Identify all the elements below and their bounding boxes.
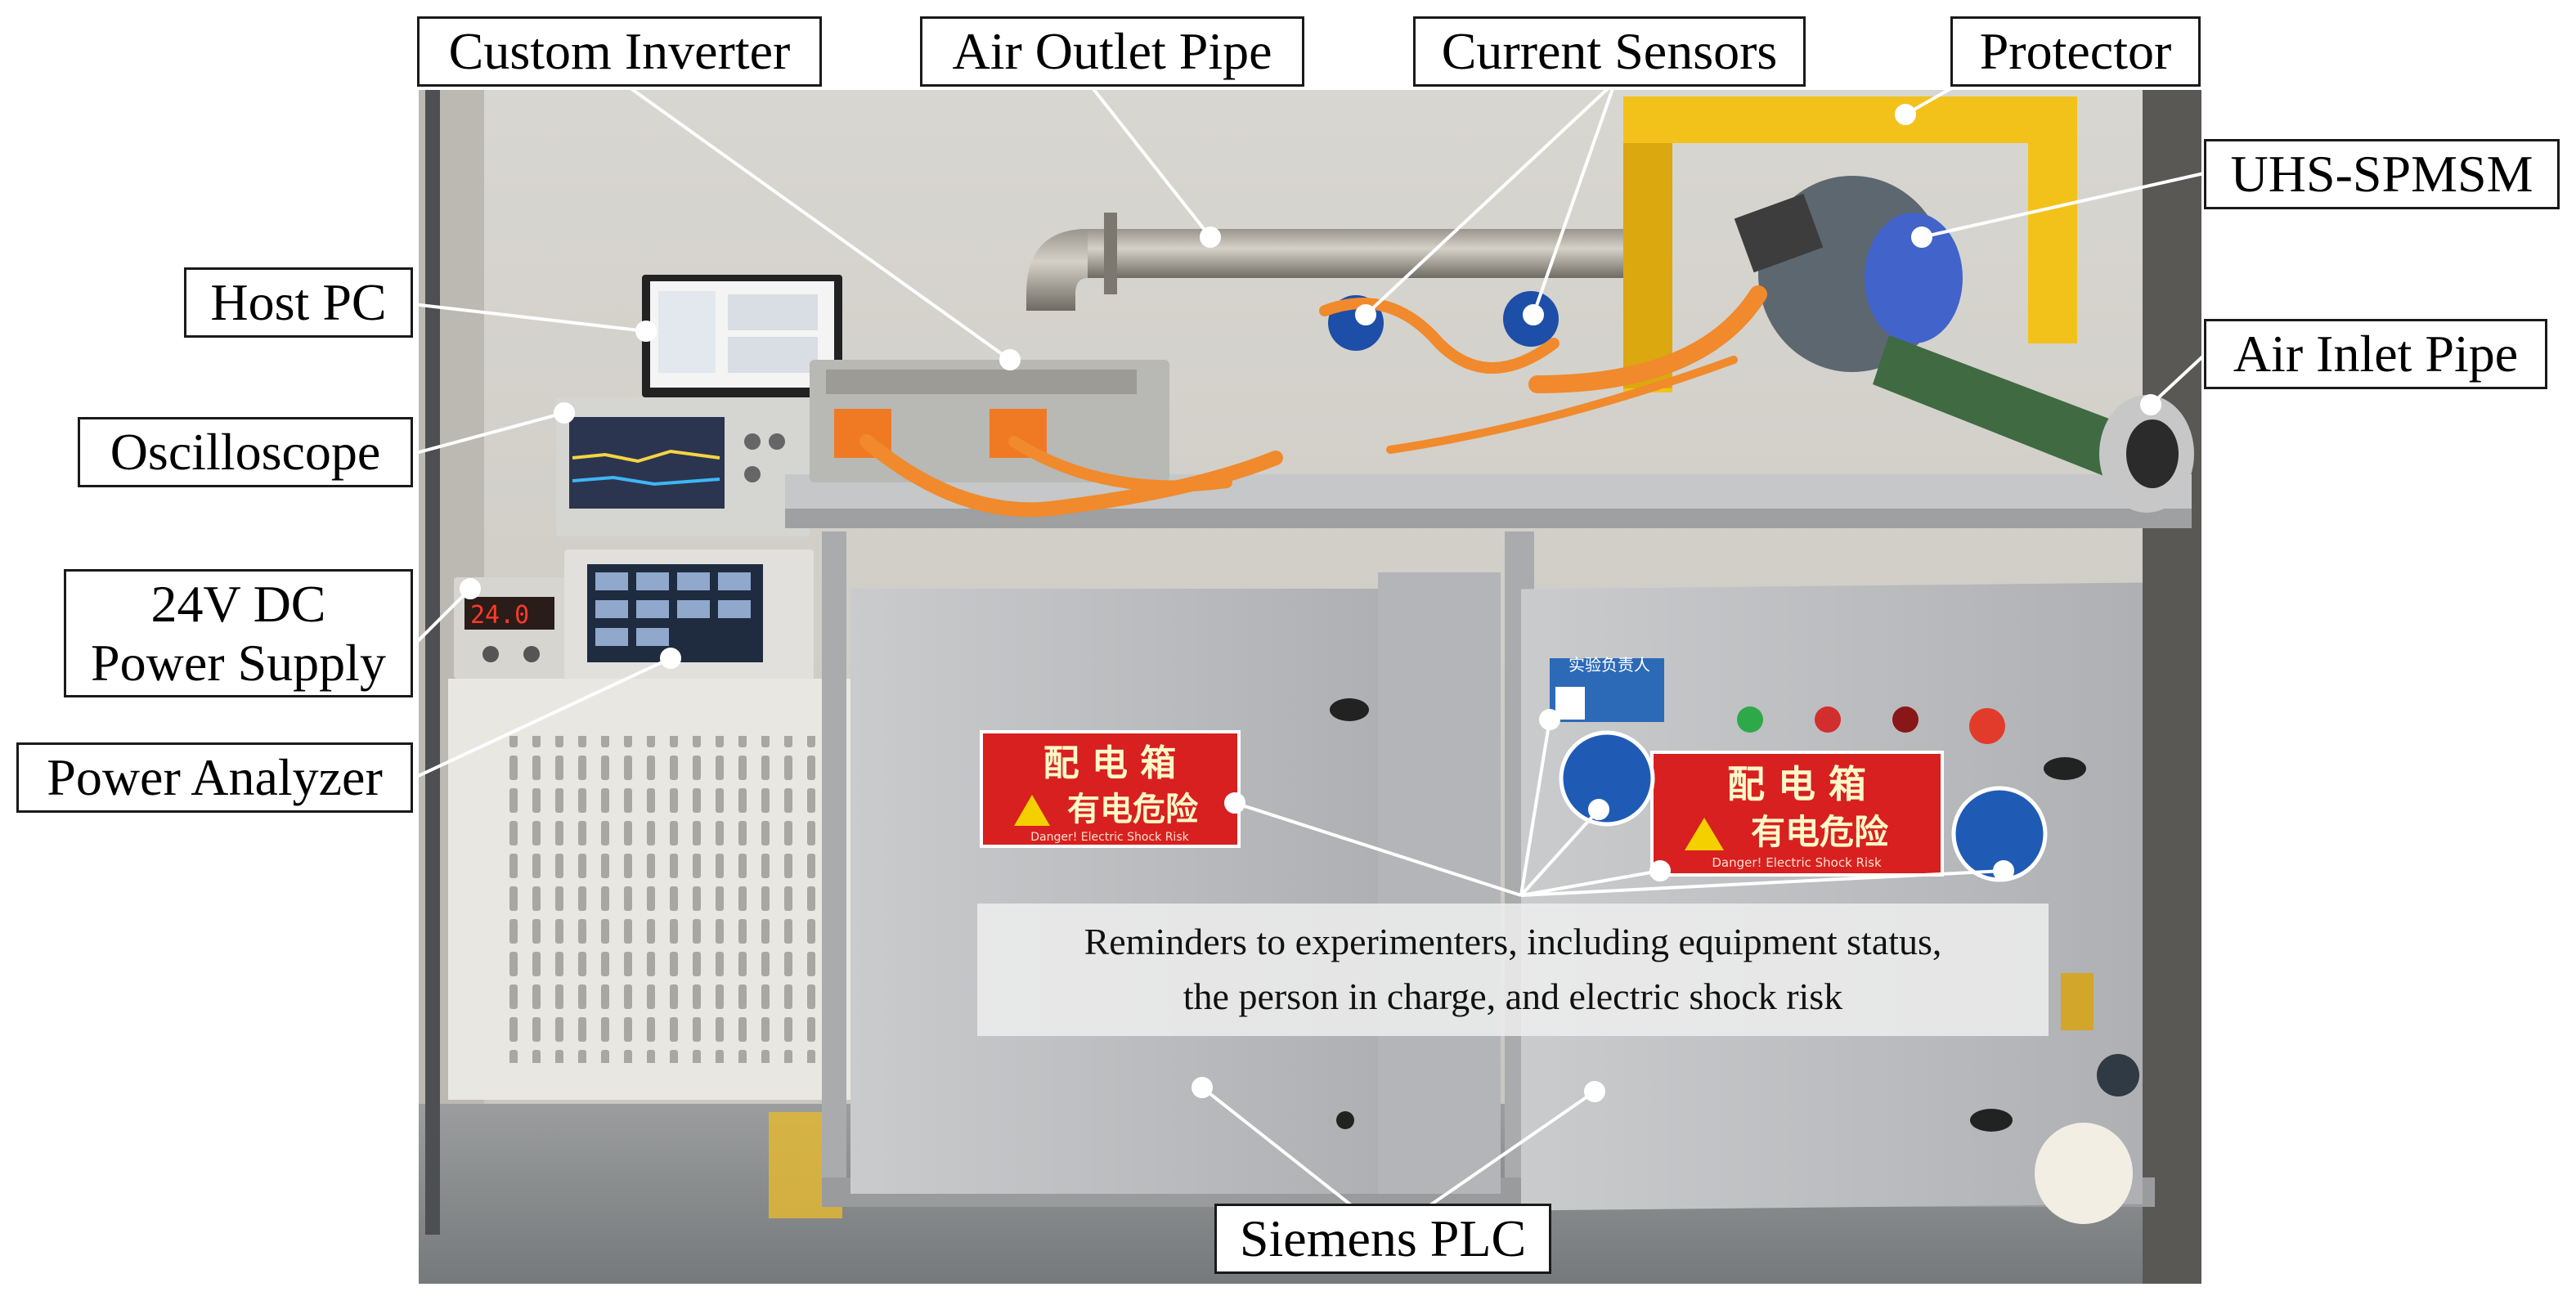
lower-right-equipment — [2035, 973, 2139, 1224]
label-current-sensors: Current Sensors — [1413, 16, 1806, 87]
sign-title-text: 配 电 箱 — [1727, 762, 1866, 806]
label-air-outlet-pipe: Air Outlet Pipe — [920, 16, 1304, 87]
warning-sign-left: 配 电 箱 有电危险 Danger! Electric Shock Risk — [980, 730, 1241, 848]
reminder-note: Reminders to experimenters, including eq… — [977, 904, 2049, 1036]
label-custom-inverter: Custom Inverter — [417, 16, 822, 87]
right-cabinet-door — [1521, 582, 2143, 1211]
reminder-line-1: Reminders to experimenters, including eq… — [1084, 921, 1942, 962]
label-protector: Protector — [1950, 16, 2201, 87]
label-uhs-spmsm: UHS-SPMSM — [2204, 139, 2560, 209]
vented-cabinet — [448, 679, 867, 1100]
sign-english-text: Danger! Electric Shock Risk — [1712, 855, 1882, 870]
left-cabinet-door — [850, 572, 1501, 1194]
inverter-box — [810, 360, 1169, 482]
label-dc-power-supply-line1: 24V DC — [150, 575, 326, 633]
status-badges: 实验负责人 — [1559, 655, 2048, 882]
orange-cables — [859, 285, 1767, 518]
host-pc-monitor — [642, 275, 842, 397]
svg-text:24.0: 24.0 — [470, 601, 529, 630]
label-air-inlet-pipe: Air Inlet Pipe — [2204, 319, 2547, 389]
warning-sign-right: 配 电 箱 有电危险 Danger! Electric Shock Risk — [1650, 751, 1944, 877]
label-host-pc: Host PC — [184, 267, 413, 338]
label-oscilloscope: Oscilloscope — [78, 417, 413, 487]
leader-lines — [411, 80, 2210, 1212]
sign-title-text: 配 电 箱 — [1043, 742, 1177, 784]
reminder-line-2: the person in charge, and electric shock… — [1183, 975, 1843, 1017]
badge-title-text: 实验负责人 — [1568, 655, 1650, 675]
oscilloscope-device — [556, 397, 810, 536]
power-analyzer-device — [564, 549, 814, 680]
label-dc-power-supply-line2: Power Supply — [91, 633, 386, 692]
air-inlet-pipe — [1873, 335, 2194, 513]
sign-warning-text: 有电危险 — [1751, 812, 1889, 852]
label-dc-power-supply: 24V DC Power Supply — [64, 569, 413, 698]
label-siemens-plc: Siemens PLC — [1214, 1204, 1551, 1274]
sign-warning-text: 有电危险 — [1067, 791, 1199, 828]
label-power-analyzer: Power Analyzer — [16, 742, 413, 813]
sign-english-text: Danger! Electric Shock Risk — [1030, 831, 1189, 844]
air-outlet-pipe — [1026, 213, 1627, 311]
dc-power-supply-device: 24.0 — [454, 577, 577, 679]
uhs-spmsm-motor — [1734, 176, 1963, 372]
